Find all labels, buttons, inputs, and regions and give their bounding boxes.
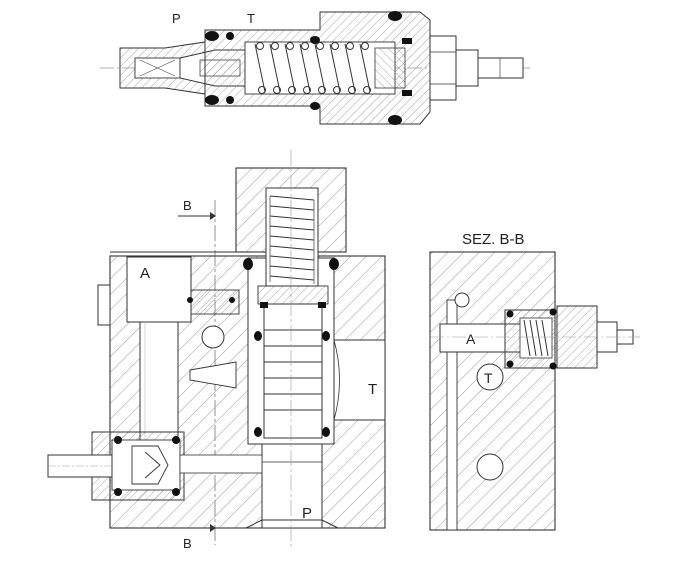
- label-port-p: P: [302, 505, 312, 522]
- main-spring: [269, 195, 315, 284]
- label-port-t: T: [368, 381, 377, 398]
- label-port-a-section: A: [466, 331, 476, 347]
- main-seals: [114, 258, 339, 496]
- cartridge-spring: [254, 42, 371, 94]
- main-block-section-view: B B: [47, 150, 386, 551]
- section-mark-bottom: B: [183, 536, 192, 551]
- label-port-p-top: P: [172, 11, 181, 26]
- section-b-b-view: SEZ. B-B A T: [429, 231, 640, 531]
- section-mark-top: B: [183, 198, 192, 213]
- label-port-t-section: T: [484, 370, 493, 386]
- label-port-t-top: T: [247, 11, 255, 26]
- cartridge-section-view: P T: [100, 11, 530, 125]
- label-port-a: A: [140, 265, 150, 282]
- cartridge-seals: [205, 11, 412, 125]
- section-title: SEZ. B-B: [462, 231, 525, 248]
